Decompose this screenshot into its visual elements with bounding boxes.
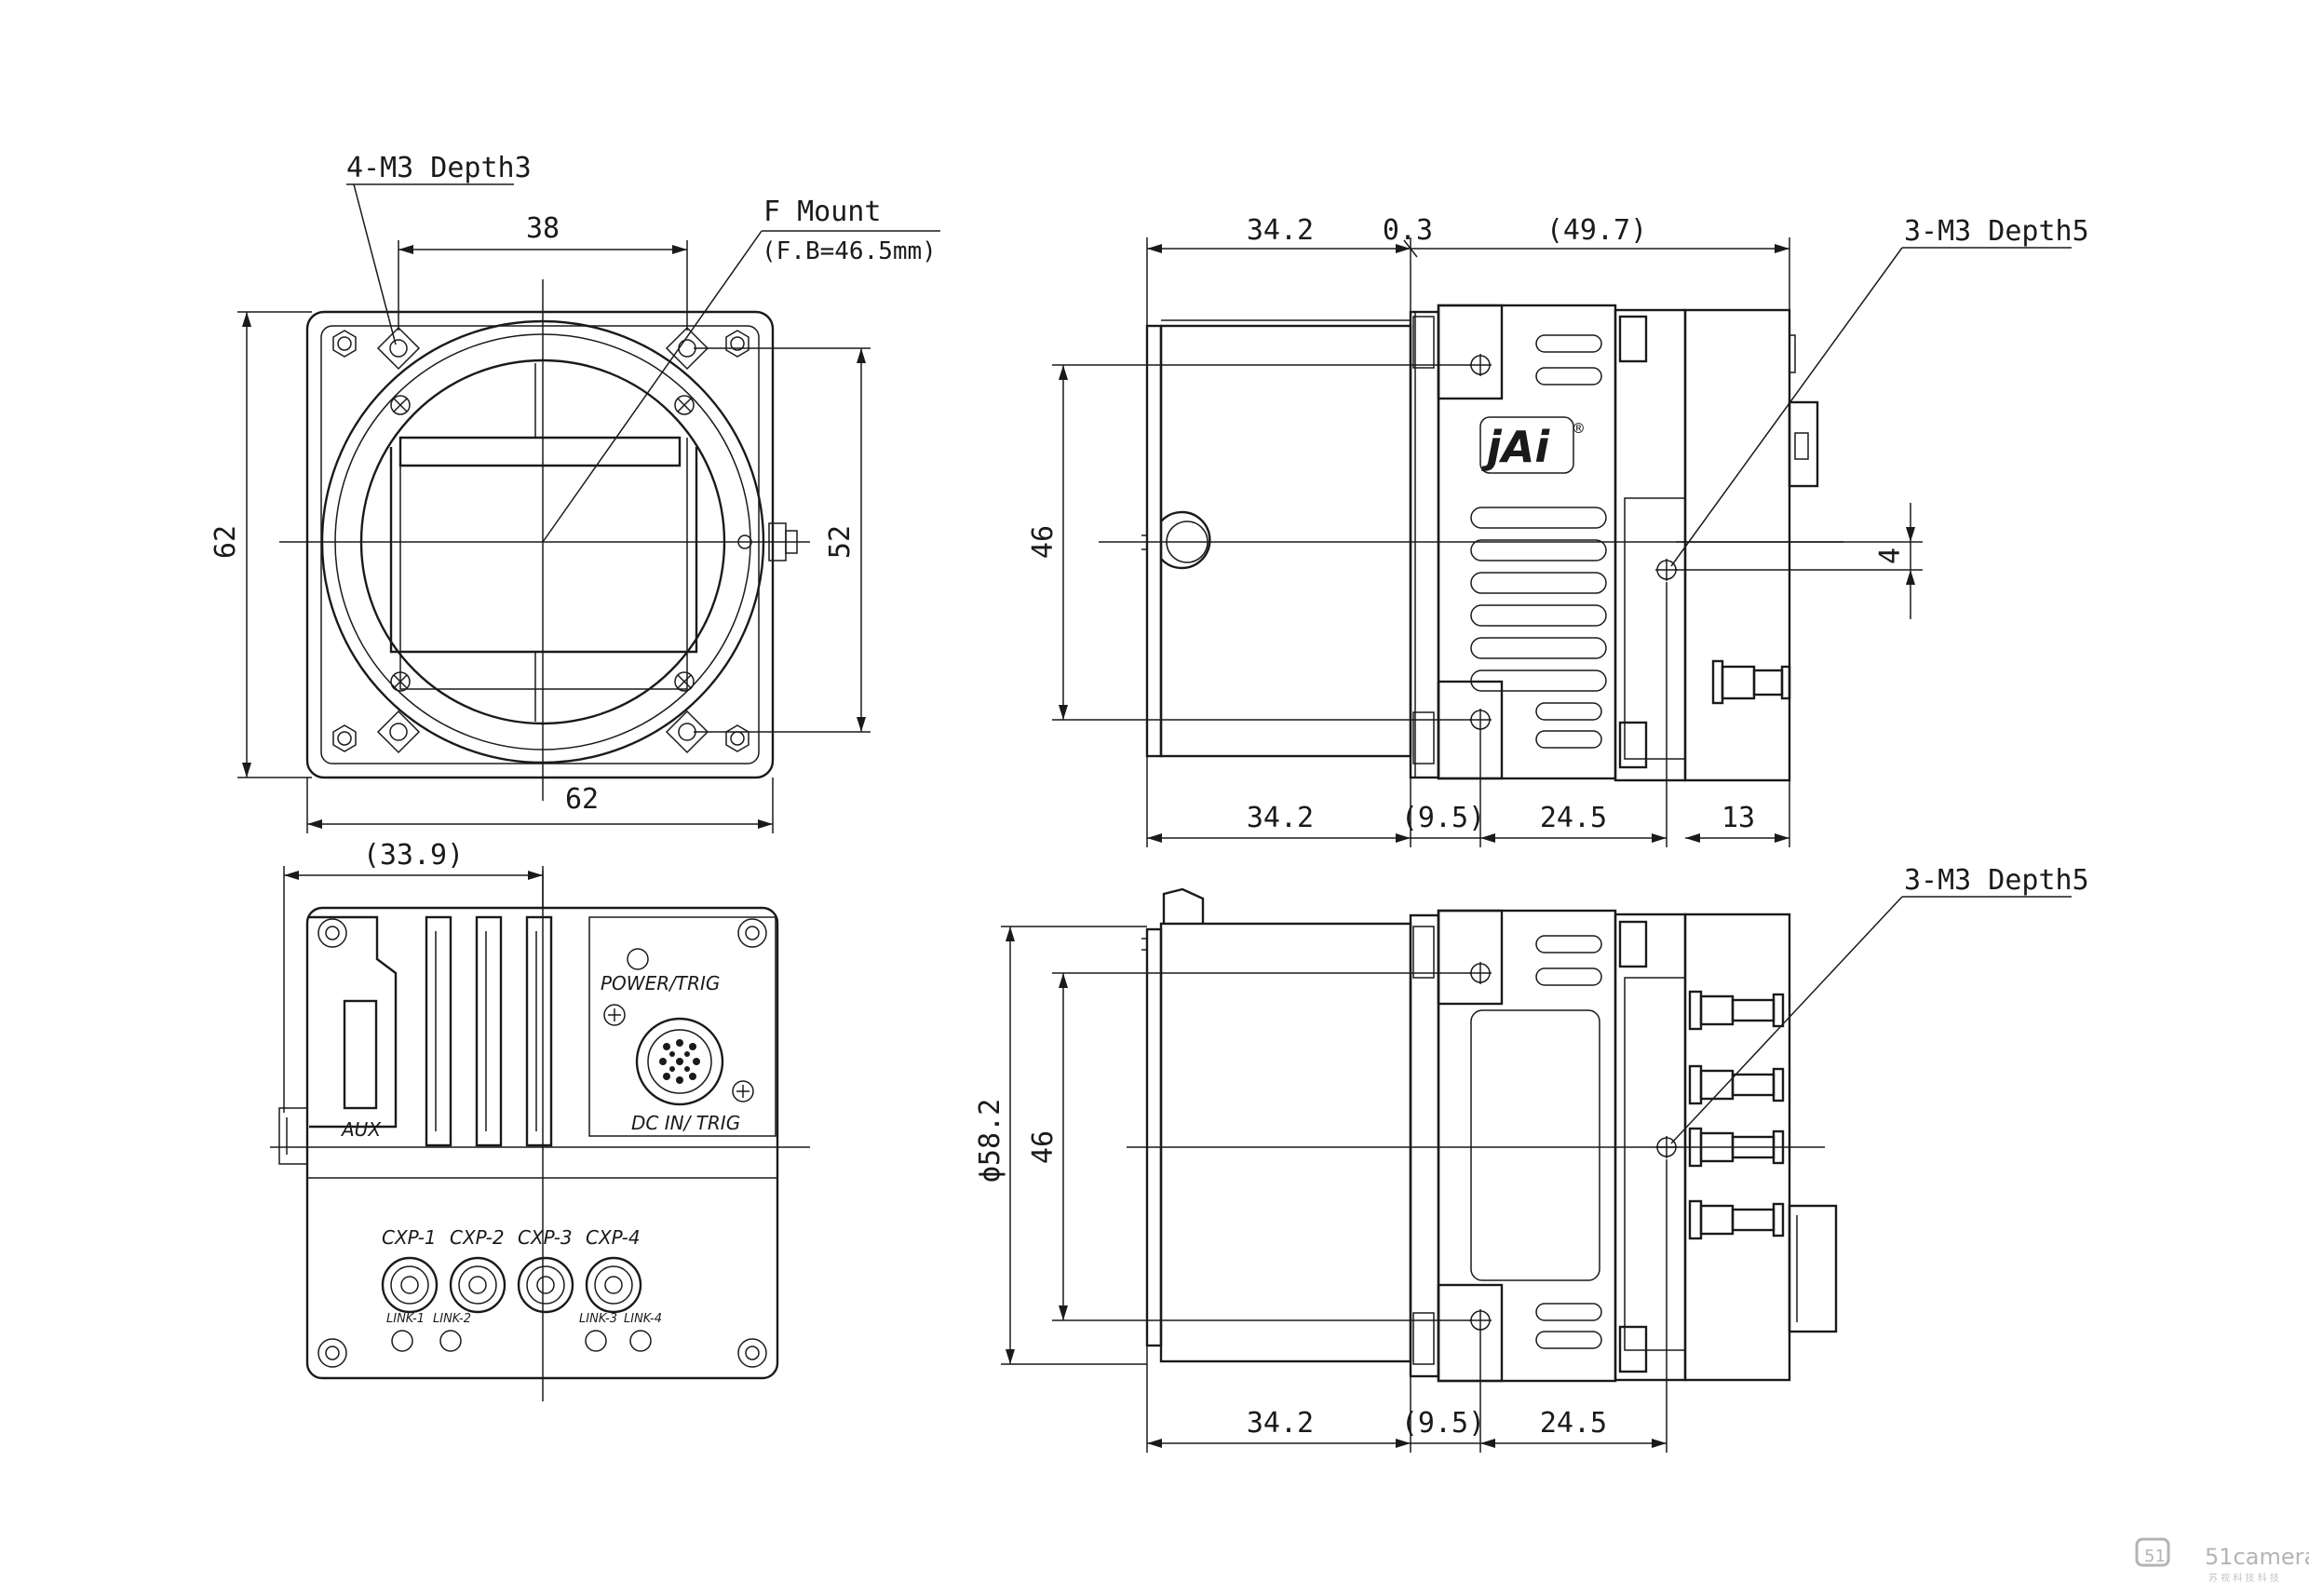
svg-text:51: 51 — [2144, 1547, 2166, 1566]
dc-in-trig-connector — [635, 1017, 724, 1106]
front-view: 38 4-M3 Depth3 F Mount (F.B=46.5mm) 62 5… — [209, 152, 940, 833]
jai-logo: jAi — [1481, 422, 1550, 472]
front-corner-hole — [332, 330, 357, 358]
label-cxp-2: CXP-2 — [450, 1226, 505, 1249]
label-f-mount-fb: (F.B=46.5mm) — [762, 237, 937, 265]
panel-screw — [603, 1004, 626, 1026]
dim-46-side: 46 — [1027, 525, 1060, 559]
ring-screw — [674, 671, 695, 692]
label-aux: AUX — [340, 1118, 382, 1141]
dim-bottom-13: 13 — [1722, 802, 1755, 834]
cxp-connector-2 — [449, 1256, 506, 1314]
link-led-4 — [629, 1330, 652, 1352]
registered-mark: ® — [1573, 419, 1584, 439]
label-bottom-holes: 3-M3 Depth5 — [1904, 864, 2089, 897]
ring-screw — [674, 395, 695, 415]
panel-screw — [732, 1080, 754, 1102]
link-led-3 — [585, 1330, 607, 1352]
label-link-1: LINK-1 — [386, 1312, 425, 1326]
label-cxp-3: CXP-3 — [518, 1226, 573, 1249]
label-dc-in-trig: DC IN/ TRIG — [631, 1112, 740, 1134]
dim-46-bottom: 46 — [1027, 1130, 1060, 1164]
front-corner-hole — [725, 330, 749, 358]
dim-bottom-view-24-5: 24.5 — [1540, 1407, 1607, 1440]
cxp-connector-4 — [585, 1256, 642, 1314]
dim-top-0-3: 0.3 — [1383, 214, 1433, 247]
dim-bottom-view-9-5: (9.5) — [1401, 1407, 1485, 1440]
dim-62-vertical: 62 — [209, 525, 242, 559]
bottom-view: 3-M3 Depth5 ϕ58.2 46 34.2 (9.5) 24.5 — [974, 864, 2089, 1453]
label-link-3: LINK-3 — [579, 1312, 617, 1326]
dim-38: 38 — [526, 212, 560, 245]
dim-bottom-view-34-2: 34.2 — [1247, 1407, 1314, 1440]
rear-view: AUX POWER/TRIG DC IN/ TRIG CXP-1 CXP-2 C… — [270, 839, 810, 1401]
bottom-m3-hole — [1469, 1309, 1492, 1332]
bottom-m3-hole — [1469, 962, 1492, 984]
dim-bottom-24-5: 24.5 — [1540, 802, 1607, 834]
label-f-mount: F Mount — [763, 196, 881, 228]
label-link-2: LINK-2 — [433, 1312, 471, 1326]
aux-connector — [343, 999, 378, 1110]
dim-bottom-34-2: 34.2 — [1247, 802, 1314, 834]
m3-hole — [376, 326, 421, 371]
m3-hole — [376, 710, 421, 754]
dim-62-horizontal: 62 — [565, 783, 599, 816]
dim-top-34-2: 34.2 — [1247, 214, 1314, 247]
cxp-connector-1 — [381, 1256, 439, 1314]
front-corner-hole — [725, 724, 749, 752]
watermark-text: 51camera — [2205, 1544, 2309, 1570]
side-m3-hole — [1469, 709, 1492, 731]
rear-corner-screw — [317, 918, 347, 948]
cxp-side-connector — [1688, 1199, 1785, 1240]
power-led — [627, 948, 649, 970]
rear-corner-screw — [737, 1338, 767, 1368]
rear-corner-screw — [317, 1338, 347, 1368]
front-corner-hole — [332, 724, 357, 752]
label-power-trig: POWER/TRIG — [601, 972, 720, 994]
label-cxp-1: CXP-1 — [382, 1226, 437, 1249]
label-side-holes: 3-M3 Depth5 — [1904, 215, 2089, 248]
dim-4: 4 — [1874, 548, 1907, 564]
side-m3-hole — [1469, 354, 1492, 376]
link-led-1 — [391, 1330, 413, 1352]
cxp-side-connector — [1688, 1064, 1785, 1105]
label-front-holes: 4-M3 Depth3 — [346, 152, 532, 184]
dim-52: 52 — [824, 525, 857, 559]
dim-bottom-9-5: (9.5) — [1401, 802, 1485, 834]
watermark-subtext: 苏 视 科 技 科 技 — [2208, 1572, 2279, 1584]
ring-screw — [390, 395, 411, 415]
rear-corner-screw — [737, 918, 767, 948]
link-led-2 — [439, 1330, 462, 1352]
side-view: jAi ® 3-M3 Depth5 4 — [1027, 214, 2089, 847]
dim-top-49-7: (49.7) — [1546, 214, 1647, 247]
cxp-connector-3 — [517, 1256, 574, 1314]
watermark: 51 51camera 苏 视 科 技 科 技 — [2135, 1537, 2309, 1584]
label-link-4: LINK-4 — [624, 1312, 662, 1326]
dim-phi-58-2: ϕ58.2 — [974, 1099, 1006, 1183]
dim-33-9: (33.9) — [363, 839, 464, 872]
cxp-side-connector — [1688, 990, 1785, 1031]
label-cxp-4: CXP-4 — [586, 1226, 641, 1249]
